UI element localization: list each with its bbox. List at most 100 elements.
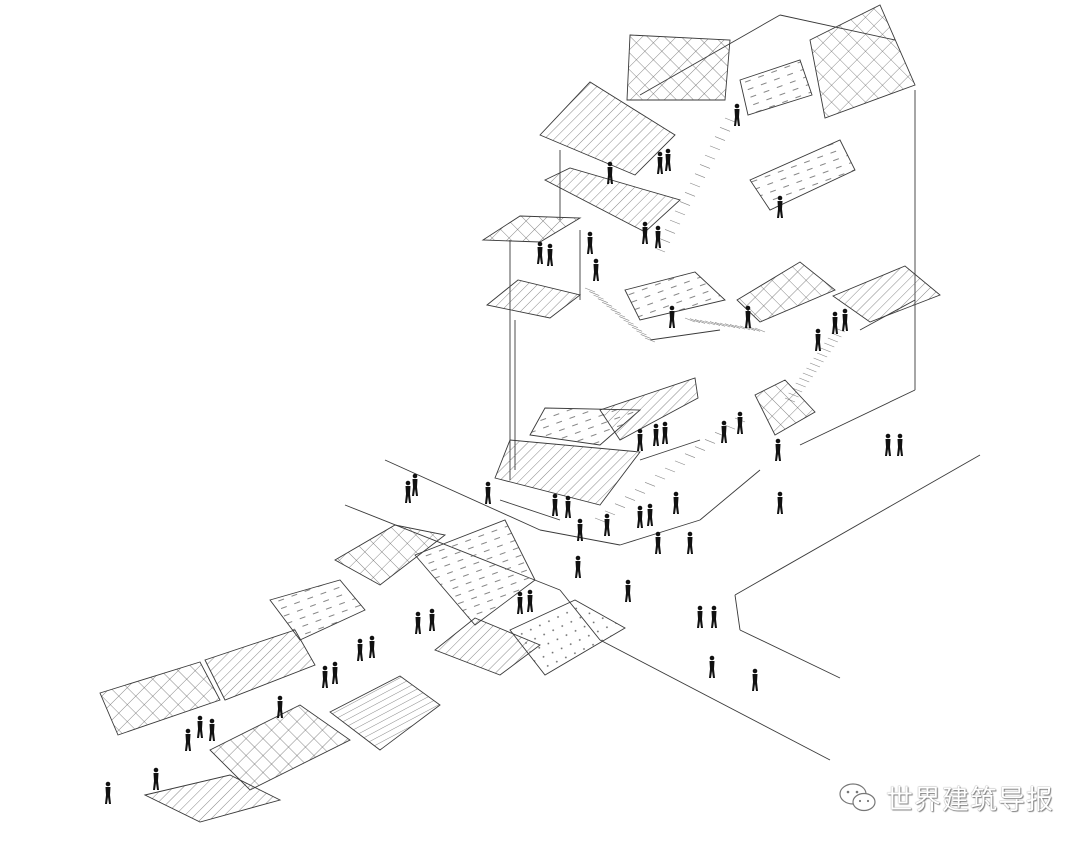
person-head [711, 605, 717, 611]
person-head [745, 305, 751, 311]
roof-panel-diag [832, 265, 941, 323]
person-body [412, 479, 418, 496]
structure-line [384, 459, 541, 531]
stair-step [699, 319, 711, 325]
stair-step [640, 334, 651, 339]
person-head [607, 161, 613, 167]
stair-step [827, 337, 838, 343]
roof-panel-cross [809, 4, 916, 119]
person-body [662, 427, 668, 444]
person-figure [405, 480, 411, 503]
stair-step [820, 347, 831, 353]
person-head [565, 495, 571, 501]
roof-panel-diag [494, 439, 641, 506]
roof-panel-dash [624, 271, 726, 321]
person-body [332, 667, 338, 684]
person-figure [721, 420, 727, 443]
person-body [527, 595, 533, 612]
person-body [405, 486, 411, 503]
person-figure [415, 611, 421, 634]
person-figure [552, 493, 558, 516]
roof-panel-diag [539, 81, 676, 176]
person-head [527, 589, 533, 595]
watermark: 世界建筑导报 [838, 778, 1054, 817]
person-head [655, 531, 661, 537]
stair-step [694, 319, 706, 324]
person-figure [647, 503, 653, 526]
roof-panel-diag [143, 774, 282, 823]
person-body [565, 501, 571, 518]
stair-step [694, 446, 706, 451]
person-head [687, 531, 693, 537]
person-figure [625, 579, 631, 602]
person-body [517, 597, 523, 614]
person-head [842, 308, 848, 314]
structure-line [799, 389, 916, 446]
wechat-icon [839, 782, 876, 811]
person-head [775, 438, 781, 444]
stair-step [704, 439, 716, 444]
person-body [637, 511, 643, 528]
stair-step [684, 453, 696, 458]
stair-step [659, 238, 671, 243]
person-body [775, 444, 781, 461]
person-figure [412, 473, 418, 496]
person-body [734, 109, 740, 126]
person-body [832, 317, 838, 334]
person-figure [537, 241, 543, 264]
person-figure [322, 665, 328, 688]
person-body [369, 641, 375, 658]
pedestrian-figures [105, 103, 903, 804]
person-head [653, 423, 659, 429]
person-head [412, 473, 418, 479]
stair-step [674, 460, 686, 466]
person-body [655, 231, 661, 248]
stair-step [719, 322, 731, 328]
person-body [593, 264, 599, 281]
stair-step [669, 219, 681, 225]
person-body [415, 617, 421, 634]
person-figure [697, 605, 703, 628]
stair-step [734, 324, 746, 330]
person-figure [565, 495, 571, 518]
person-head [657, 151, 663, 157]
stair-step [792, 387, 803, 393]
person-body [642, 227, 648, 244]
stair-step [627, 323, 638, 328]
person-body [625, 585, 631, 602]
person-body [737, 417, 743, 434]
stair-step [689, 318, 701, 323]
person-head [647, 503, 653, 509]
person-figure [775, 438, 781, 461]
stair-step [664, 467, 676, 473]
person-body [485, 487, 491, 504]
stair-step [724, 117, 736, 123]
person-figure [547, 243, 553, 266]
stair-step [802, 372, 813, 378]
person-body [607, 167, 613, 184]
person-body [709, 661, 715, 678]
stair-step [729, 324, 741, 329]
person-figure [637, 505, 643, 528]
person-body [587, 237, 593, 254]
stair-step [714, 136, 726, 141]
person-head [709, 655, 715, 661]
person-body [357, 644, 363, 661]
roof-panel-horiz [329, 675, 441, 751]
person-head [415, 611, 421, 617]
person-head [737, 411, 743, 417]
stair-step [614, 312, 626, 318]
stair-step [684, 192, 696, 197]
person-head [517, 591, 523, 597]
person-head [697, 605, 703, 611]
structure-line [739, 629, 841, 679]
person-body [777, 497, 783, 514]
person-head [322, 665, 328, 671]
person-figure [575, 555, 581, 578]
roof-panel-diag [485, 279, 582, 319]
person-head [752, 668, 758, 674]
person-body [752, 674, 758, 691]
person-body [655, 537, 661, 554]
stair-step [799, 377, 810, 383]
person-head [637, 505, 643, 511]
